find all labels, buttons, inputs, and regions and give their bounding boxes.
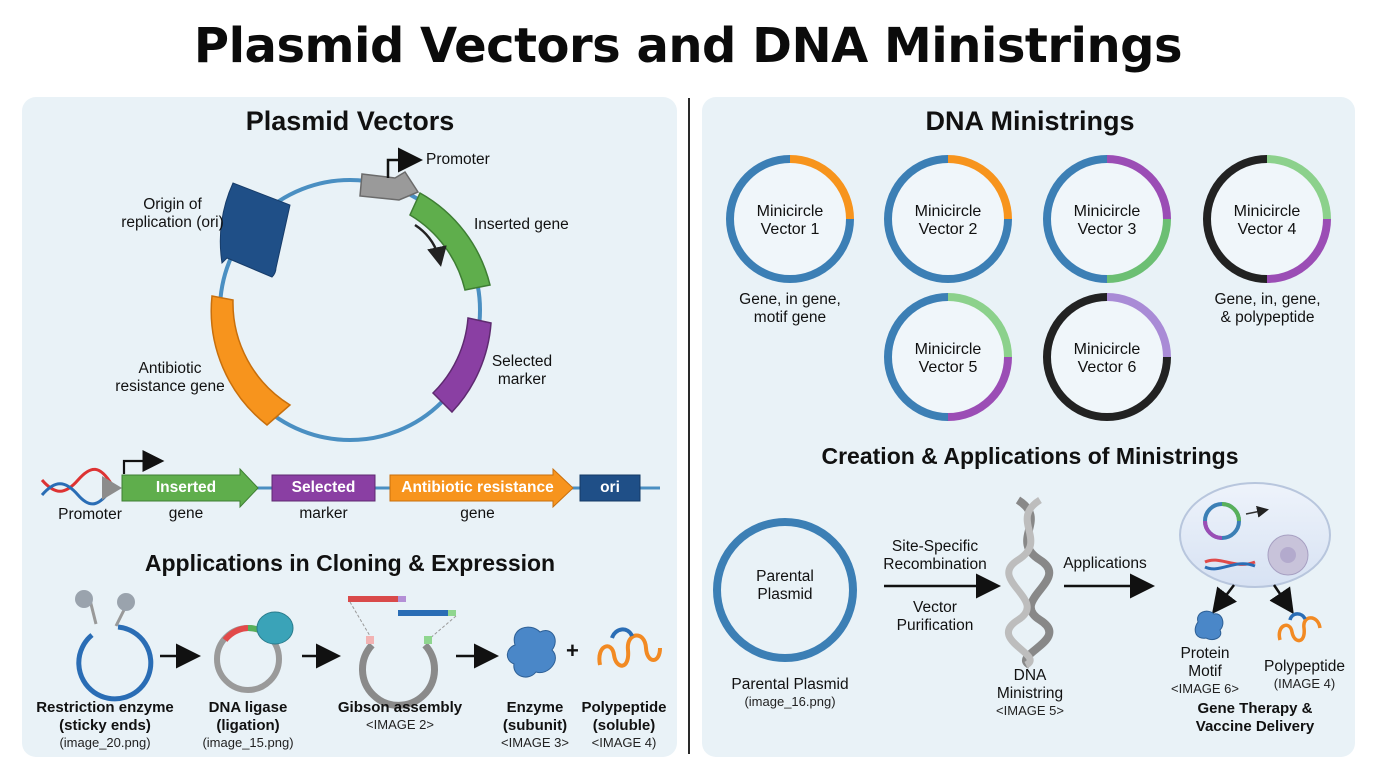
linear-promoter-arrow [122,450,165,474]
minicircle-5-segment-3 [884,293,949,421]
step-polypeptide: Polypeptide(soluble)<IMAGE 4) [581,699,667,750]
inserted-gene-segment [409,191,491,291]
minicircle-4-segment-2 [1266,218,1331,283]
plasmid-vectors-panel [22,97,677,757]
applications-title: Applications in Cloning & Expression [144,550,556,576]
minicircle-3-segment-1 [1106,155,1171,220]
minicircle-6-segment-1 [1106,293,1171,358]
dna-ministrings-panel [702,97,1355,757]
minicircle-4-fill [1207,159,1327,279]
minicircle-3-segment-3 [1043,155,1108,283]
plus-sign: + [566,638,579,663]
linear-promoter-label: Promoter [58,506,122,523]
linear-selected-shape [271,474,376,502]
dna-ministring-helix-icon [1005,496,1054,669]
selected-marker-segment [431,317,492,414]
linear-selected-sub: marker [299,505,348,522]
promoter-label: Promoter [426,151,490,168]
linear-ori-label: ori [600,479,620,496]
minicircle-2-segment-1 [947,155,1012,220]
minicircle-left-caption: Gene, in gene,motif gene [739,291,841,326]
plasmid-vectors-title: Plasmid Vectors [245,106,455,136]
parental-plasmid-caption: Parental Plasmid(image_16.png) [731,676,849,709]
linear-selected-label: Selected [291,479,356,496]
minicircle-rings [726,155,1331,421]
minicircle-1-fill [730,159,850,279]
minicircle-5-segment-1 [947,293,1012,358]
minicircle-5-fill [888,297,1008,417]
step-enzyme: Enzyme(subunit)<IMAGE 3> [501,699,569,750]
minicircle-1-segment-1 [789,155,854,220]
linear-ori-shape [579,474,641,502]
dna-helix-icon [40,467,114,493]
ori-segment [219,182,291,278]
enzyme-subunit-icon [506,626,556,678]
panel-divider [688,98,690,754]
minicircle-3-segment-2 [1106,218,1171,283]
minicircle-6-fill [1047,297,1167,417]
minicircle-6-segment-2 [1043,293,1171,421]
inserted-gene-label: Inserted gene [474,216,569,233]
linear-inserted-shape [121,467,259,509]
transcription-direction-arrow [414,223,447,267]
linear-inserted-label: Inserted [155,479,217,496]
polypeptide-icon [1277,612,1322,643]
applications-label: Applications [1063,555,1147,572]
minicircle-3-fill [1047,159,1167,279]
gibson-assembly-icon [348,596,457,709]
linear-antibiotic-label: Antibiotic resistance [401,479,554,496]
step-dna-ligase: DNA ligase(ligation)(image_15.png) [202,699,294,750]
gene-therapy-label: Gene Therapy &Vaccine Delivery [1195,700,1315,735]
dna-ministrings-title: DNA Ministrings [925,106,1135,136]
step-restriction-enzyme: Restriction enzyme(sticky ends)(image_20… [36,699,174,750]
page-title: Plasmid Vectors and DNA Ministrings [193,18,1183,74]
creation-applications-title: Creation & Applications of Ministrings [821,443,1239,469]
dna-ligase-icon [214,611,294,693]
minicircle-2-segment-2 [884,155,1012,283]
minicircle-right-caption: Gene, in, gene,& polypeptide [1214,291,1321,326]
antibiotic-resistance-segment [210,295,292,426]
linear-promoter-shape [102,476,122,500]
step-gibson-assembly: Gibson assembly<IMAGE 2> [337,699,463,732]
minicircle-4-segment-3 [1203,155,1268,283]
restriction-enzyme-icon [75,590,154,702]
minicircle-5-segment-2 [947,356,1012,421]
linear-antibiotic-sub: gene [460,505,495,522]
minicircle-4-segment-1 [1266,155,1331,220]
protein-motif-icon [1194,610,1224,641]
minicircle-1-segment-2 [726,155,854,283]
promoter-arrow [386,147,423,178]
linear-inserted-sub: gene [168,505,204,522]
promoter-segment [359,170,420,201]
linear-antibiotic-shape [389,467,574,509]
cell-delivery-icon [1179,482,1331,588]
parental-plasmid-ring [713,518,857,662]
polypeptide-label: Polypeptide(IMAGE 4) [1263,658,1345,691]
polypeptide-soluble-icon [597,627,662,668]
minicircle-2-fill [888,159,1008,279]
